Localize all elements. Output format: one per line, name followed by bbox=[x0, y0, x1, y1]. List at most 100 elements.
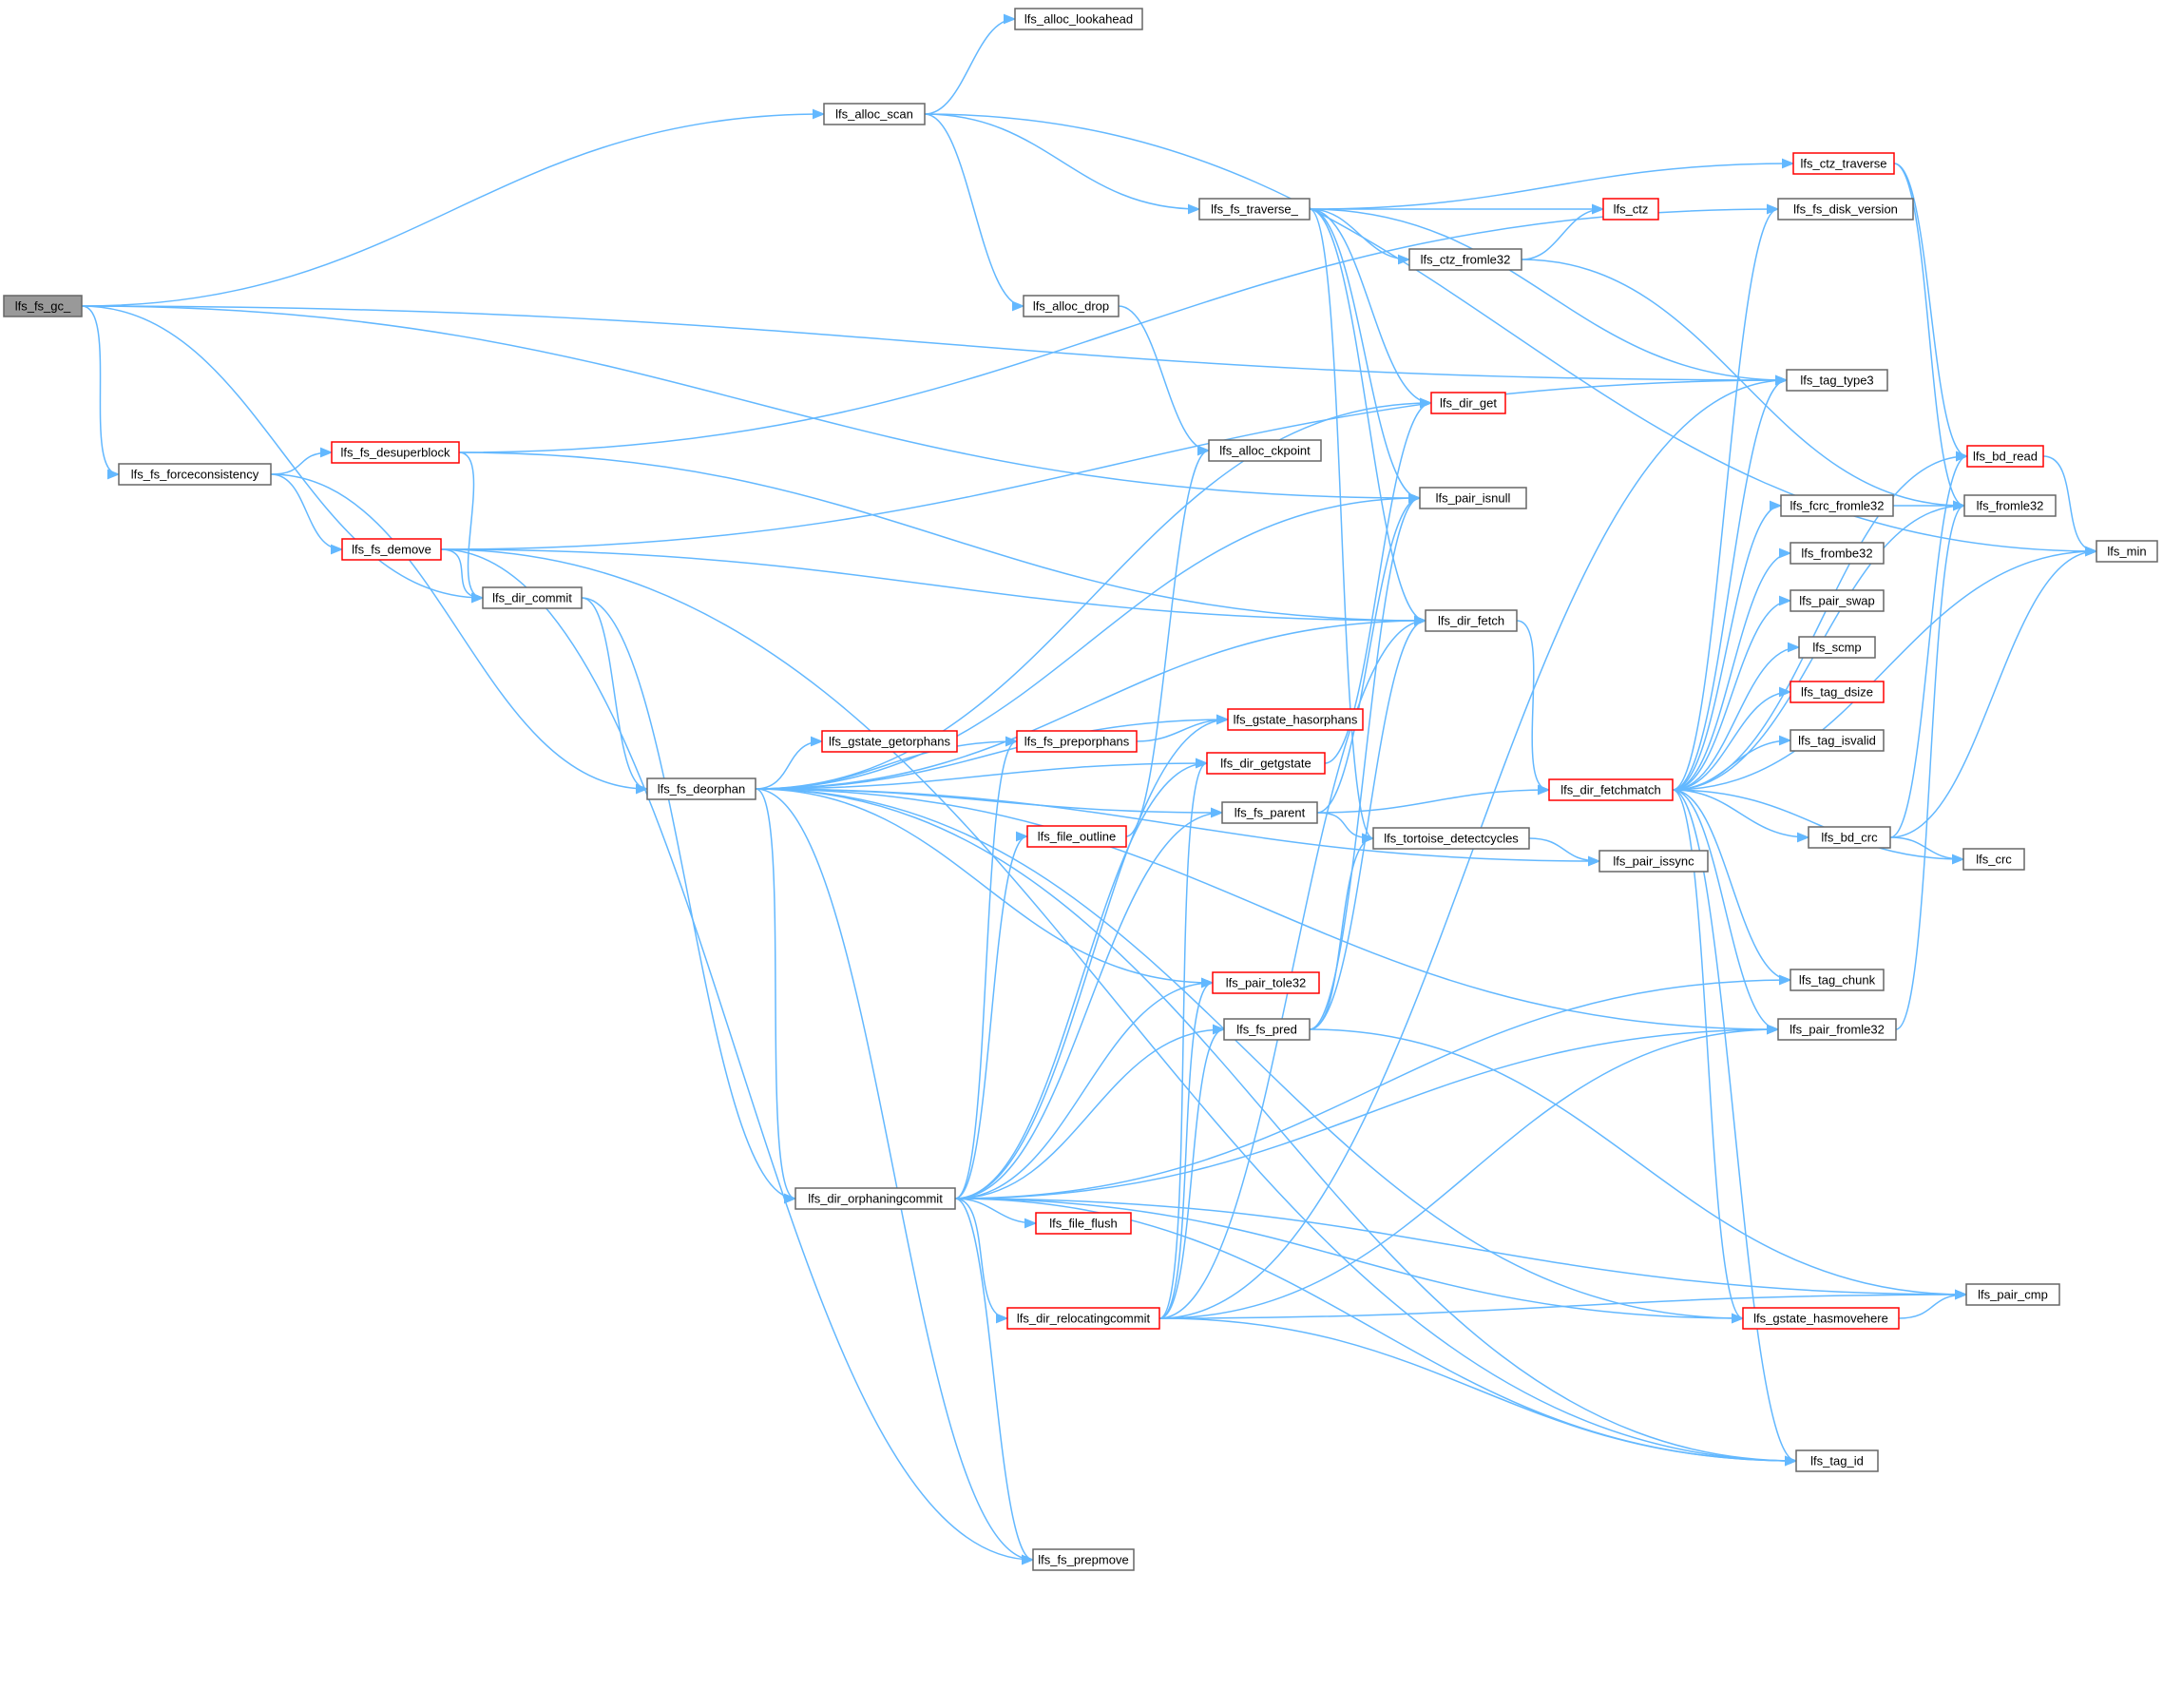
node-pairswap[interactable]: lfs_pair_swap bbox=[1790, 589, 1885, 612]
node-scan[interactable]: lfs_alloc_scan bbox=[823, 103, 926, 125]
node-parent[interactable]: lfs_fs_parent bbox=[1221, 801, 1318, 824]
node-dircommit[interactable]: lfs_dir_commit bbox=[482, 586, 583, 609]
edge-reloccommit-to-getgstate bbox=[1158, 758, 1209, 1319]
node-tole32[interactable]: lfs_pair_tole32 bbox=[1212, 971, 1320, 994]
node-box bbox=[1966, 445, 2044, 468]
node-preorph[interactable]: lfs_fs_preporphans bbox=[1016, 730, 1138, 753]
node-paircmp[interactable]: lfs_pair_cmp bbox=[1965, 1283, 2060, 1306]
node-dirfetch[interactable]: lfs_dir_fetch bbox=[1425, 609, 1518, 632]
edge-desuper-to-dirfetch bbox=[458, 451, 1427, 626]
node-prepmove[interactable]: lfs_fs_prepmove bbox=[1032, 1548, 1135, 1571]
node-label: lfs_frombe32 bbox=[1801, 547, 1872, 561]
node-ctzfromle[interactable]: lfs_ctz_fromle32 bbox=[1408, 248, 1522, 271]
node-label: lfs_tag_isvalid bbox=[1798, 734, 1876, 748]
node-tagid[interactable]: lfs_tag_id bbox=[1795, 1449, 1879, 1472]
edge-fetchmatch-to-bdcrc bbox=[1672, 789, 1810, 843]
edge-reloccommit-to-dirfetch bbox=[1158, 615, 1427, 1319]
node-isnull[interactable]: lfs_pair_isnull bbox=[1419, 487, 1527, 509]
node-scmp[interactable]: lfs_scmp bbox=[1798, 636, 1876, 659]
node-getorph[interactable]: lfs_gstate_getorphans bbox=[821, 730, 958, 753]
node-ctztrav[interactable]: lfs_ctz_traverse bbox=[1792, 152, 1895, 175]
node-min[interactable]: lfs_min bbox=[2096, 540, 2158, 563]
node-label: lfs_ctz_fromle32 bbox=[1421, 253, 1511, 267]
node-tortoise[interactable]: lfs_tortoise_detectcycles bbox=[1372, 827, 1530, 850]
edge-demove-to-dirfetch bbox=[440, 548, 1427, 626]
edge-reloccommit-to-tagid bbox=[1158, 1317, 1798, 1467]
node-box bbox=[1598, 850, 1709, 873]
node-crc[interactable]: lfs_crc bbox=[1962, 848, 2025, 871]
node-label: lfs_tag_dsize bbox=[1801, 685, 1873, 700]
node-type3[interactable]: lfs_tag_type3 bbox=[1786, 369, 1888, 392]
node-forcecons[interactable]: lfs_fs_forceconsistency bbox=[118, 463, 272, 486]
edge-getgstate-to-dirget bbox=[1324, 397, 1433, 764]
node-frombe32[interactable]: lfs_frombe32 bbox=[1790, 542, 1885, 565]
edge-fspred-to-dirfetch bbox=[1309, 615, 1427, 1030]
node-label: lfs_gstate_hasmovehere bbox=[1753, 1312, 1888, 1326]
node-getgstate[interactable]: lfs_dir_getgstate bbox=[1206, 752, 1326, 775]
edge-fileoutline-to-ckpoint bbox=[1125, 445, 1211, 837]
node-box bbox=[1014, 8, 1143, 30]
edge-dircommit-to-orphcommit bbox=[581, 597, 797, 1204]
edge-fetchmatch-to-dsize bbox=[1672, 686, 1792, 791]
node-label: lfs_dir_relocatingcommit bbox=[1017, 1312, 1151, 1326]
node-chunk[interactable]: lfs_tag_chunk bbox=[1790, 969, 1885, 991]
node-issync[interactable]: lfs_pair_issync bbox=[1598, 850, 1709, 873]
node-label: lfs_dir_orphaningcommit bbox=[808, 1192, 943, 1206]
node-diskver[interactable]: lfs_fs_disk_version bbox=[1777, 198, 1914, 221]
node-label: lfs_pair_cmp bbox=[1978, 1288, 2048, 1302]
node-ctz[interactable]: lfs_ctz bbox=[1602, 198, 1659, 221]
node-box bbox=[1227, 708, 1364, 731]
edge-fspred-to-tortoise bbox=[1309, 833, 1375, 1030]
node-gc[interactable]: lfs_fs_gc_ bbox=[3, 295, 83, 317]
node-label: lfs_gstate_getorphans bbox=[829, 735, 950, 749]
edge-deorphan-to-pairfromle bbox=[755, 788, 1780, 1035]
node-fileoutline[interactable]: lfs_file_outline bbox=[1026, 825, 1127, 848]
node-box bbox=[1430, 392, 1506, 414]
node-pairfromle[interactable]: lfs_pair_fromle32 bbox=[1777, 1018, 1897, 1041]
node-label: lfs_fcrc_fromle32 bbox=[1790, 499, 1885, 513]
function-nodes: lfs_fs_gc_ lfs_alloc_lookahead lfs_alloc_s… bbox=[3, 8, 2158, 1571]
node-label: lfs_tortoise_detectcycles bbox=[1384, 832, 1519, 846]
node-deorphan[interactable]: lfs_fs_deorphan bbox=[646, 777, 756, 800]
node-hasorph[interactable]: lfs_gstate_hasorphans bbox=[1227, 708, 1364, 731]
node-fetchmatch[interactable]: lfs_dir_fetchmatch bbox=[1548, 778, 1674, 801]
node-box bbox=[1035, 1212, 1132, 1235]
node-box bbox=[3, 295, 83, 317]
node-fileflush[interactable]: lfs_file_flush bbox=[1035, 1212, 1132, 1235]
edge-deorphan-to-tagid bbox=[755, 788, 1798, 1467]
node-traverse[interactable]: lfs_fs_traverse_ bbox=[1198, 198, 1311, 221]
edge-fetchmatch-to-pairswap bbox=[1672, 595, 1792, 791]
node-reloccommit[interactable]: lfs_dir_relocatingcommit bbox=[1006, 1307, 1160, 1330]
node-fcrcfromle[interactable]: lfs_fcrc_fromle32 bbox=[1780, 494, 1894, 517]
node-box bbox=[1792, 152, 1895, 175]
node-label: lfs_fs_desuperblock bbox=[341, 446, 450, 460]
node-label: lfs_ctz bbox=[1614, 202, 1649, 217]
node-box bbox=[1808, 826, 1891, 849]
node-dsize[interactable]: lfs_tag_dsize bbox=[1790, 681, 1885, 703]
node-dirget[interactable]: lfs_dir_get bbox=[1430, 392, 1506, 414]
node-drop[interactable]: lfs_alloc_drop bbox=[1023, 295, 1120, 317]
node-fromle32[interactable]: lfs_fromle32 bbox=[1963, 494, 2057, 517]
edge-dircommit-to-deorphan bbox=[581, 597, 649, 795]
node-bdread[interactable]: lfs_bd_read bbox=[1966, 445, 2044, 468]
node-lookahead[interactable]: lfs_alloc_lookahead bbox=[1014, 8, 1143, 30]
node-fspred[interactable]: lfs_fs_pred bbox=[1223, 1018, 1311, 1041]
node-label: lfs_tag_type3 bbox=[1800, 374, 1873, 388]
node-label: lfs_dir_getgstate bbox=[1220, 757, 1311, 771]
node-isvalid[interactable]: lfs_tag_isvalid bbox=[1790, 729, 1885, 752]
edge-scan-to-lookahead bbox=[924, 13, 1017, 115]
node-box bbox=[1790, 969, 1885, 991]
edge-bdcrc-to-min bbox=[1889, 546, 2098, 838]
node-ckpoint[interactable]: lfs_alloc_ckpoint bbox=[1208, 439, 1322, 462]
edge-fetchmatch-to-type3 bbox=[1672, 374, 1789, 791]
node-label: lfs_fs_preporphans bbox=[1024, 735, 1130, 749]
node-orphcommit[interactable]: lfs_dir_orphaningcommit bbox=[794, 1187, 956, 1210]
node-bdcrc[interactable]: lfs_bd_crc bbox=[1808, 826, 1891, 849]
edge-orphcommit-to-fileflush bbox=[954, 1198, 1038, 1229]
node-hasmove[interactable]: lfs_gstate_hasmovehere bbox=[1742, 1307, 1900, 1330]
node-box bbox=[1023, 295, 1120, 317]
node-demove[interactable]: lfs_fs_demove bbox=[341, 538, 442, 561]
edge-forcecons-to-desuper bbox=[270, 447, 334, 475]
node-desuper[interactable]: lfs_fs_desuperblock bbox=[331, 441, 460, 464]
edge-fetchmatch-to-chunk bbox=[1672, 789, 1792, 986]
